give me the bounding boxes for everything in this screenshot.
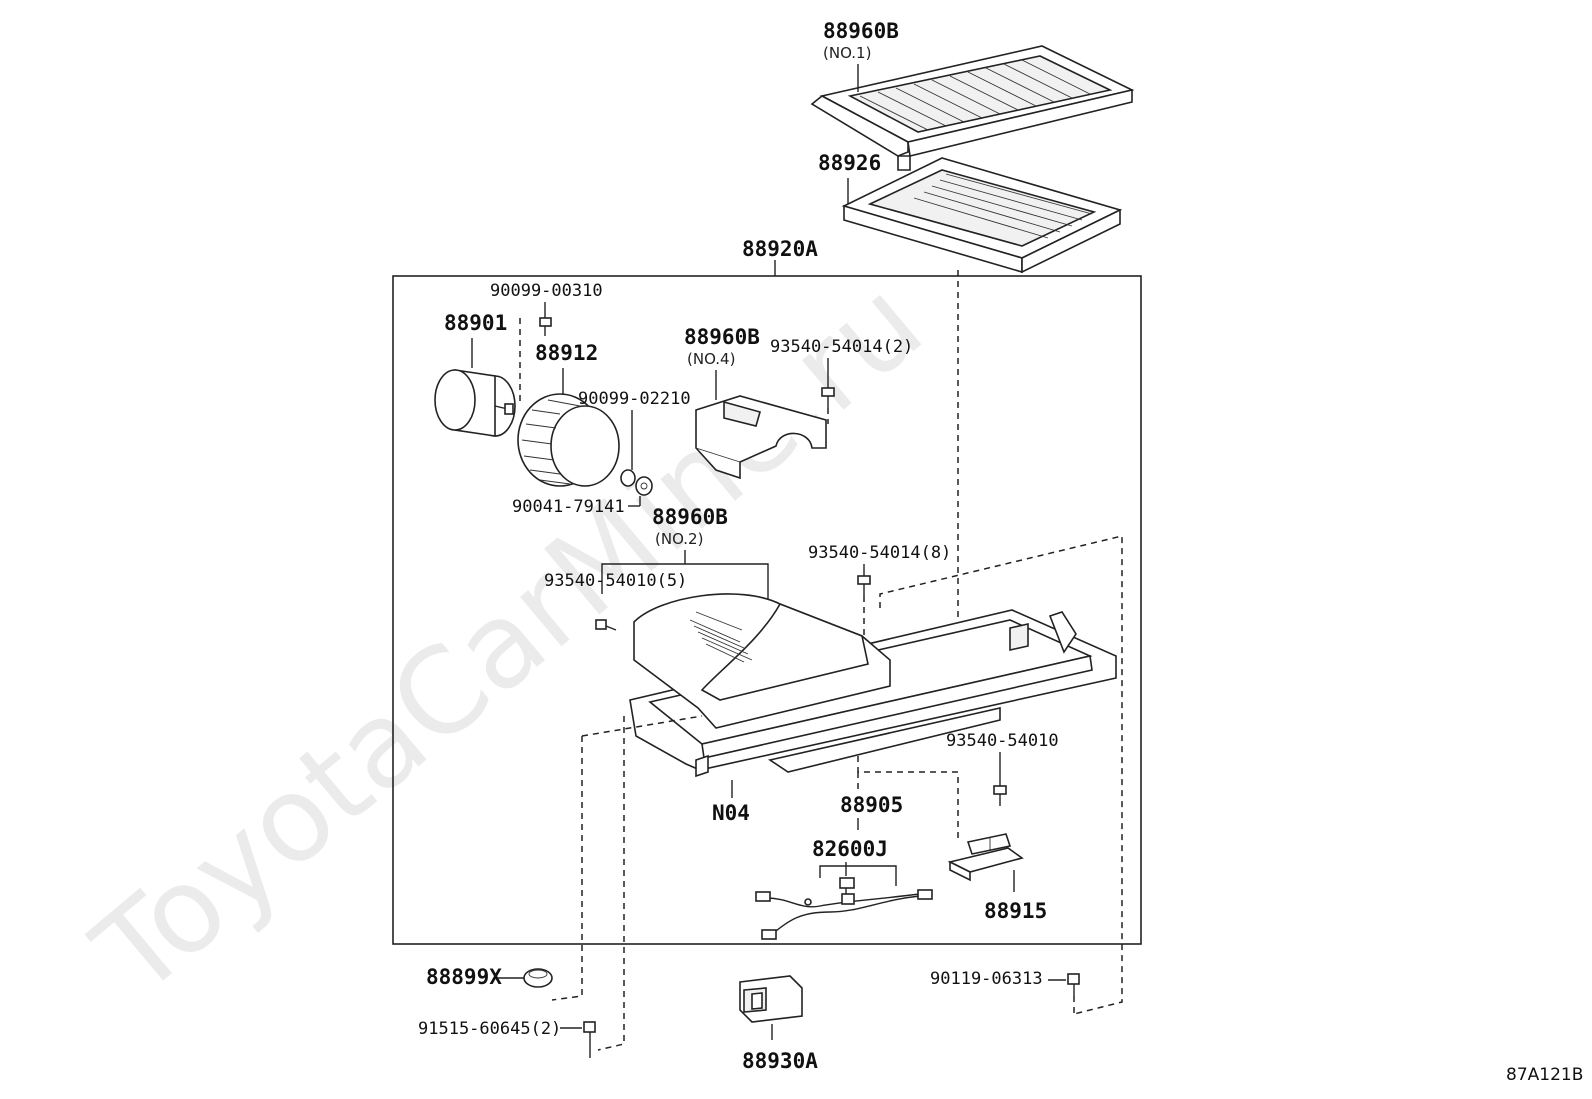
cover-no2-shape bbox=[633, 593, 891, 729]
label-88920a[interactable]: 88920A bbox=[742, 237, 818, 261]
label-90099-00310[interactable]: 90099-00310 bbox=[490, 281, 603, 301]
label-93540-54014-2[interactable]: 93540-54014(2) bbox=[770, 337, 913, 357]
label-93540-54010[interactable]: 93540-54010 bbox=[946, 731, 1059, 751]
label-88915[interactable]: 88915 bbox=[984, 899, 1047, 923]
screw-93540-54010 bbox=[993, 785, 1007, 806]
label-88960b-no2-sub: (NO.2) bbox=[655, 530, 703, 548]
dash-88905 bbox=[857, 756, 959, 842]
screw-90119-06313 bbox=[1067, 973, 1080, 996]
cover-no1-shape bbox=[810, 45, 1135, 171]
screw-93540-54014-8 bbox=[857, 575, 871, 596]
screw-91515-60645 bbox=[583, 1021, 596, 1058]
label-93540-54014-8[interactable]: 93540-54014(8) bbox=[808, 543, 951, 563]
label-88960b-no1-sub: (NO.1) bbox=[823, 44, 871, 62]
label-88899x[interactable]: 88899X bbox=[426, 965, 502, 989]
switch-88930a-shape bbox=[739, 975, 803, 1023]
dash-left-88899x-v bbox=[551, 736, 583, 1001]
label-90099-02210[interactable]: 90099-02210 bbox=[578, 389, 691, 409]
dash-left-91515 bbox=[597, 716, 625, 1051]
dash-right-frame bbox=[879, 535, 1123, 1015]
cover-no4-shape bbox=[695, 395, 827, 480]
diagram-code: 87A121B bbox=[1506, 1065, 1583, 1085]
blower-motor-shape bbox=[434, 369, 516, 437]
label-88930a[interactable]: 88930A bbox=[742, 1049, 818, 1073]
label-91515-60645[interactable]: 91515-60645(2) bbox=[418, 1019, 561, 1039]
label-88960b-no2[interactable]: 88960B bbox=[652, 505, 728, 529]
label-88901[interactable]: 88901 bbox=[444, 311, 507, 335]
label-82600j[interactable]: 82600J bbox=[812, 837, 888, 861]
label-88912[interactable]: 88912 bbox=[535, 341, 598, 365]
label-N04[interactable]: N04 bbox=[712, 801, 750, 825]
blower-fan-shape bbox=[517, 393, 620, 487]
label-88960b-no4-sub: (NO.4) bbox=[687, 350, 735, 368]
leader-88905 bbox=[819, 865, 897, 886]
screw-93540-54010-5 bbox=[595, 619, 617, 631]
label-88905[interactable]: 88905 bbox=[840, 793, 903, 817]
screw-90099-00310 bbox=[539, 317, 552, 336]
dash-left-88899x bbox=[581, 715, 703, 737]
washer-90099-02210 bbox=[620, 469, 653, 496]
screw-93540-54014-2 bbox=[821, 387, 835, 408]
label-88960b-no1[interactable]: 88960B bbox=[823, 19, 899, 43]
label-90119-06313[interactable]: 90119-06313 bbox=[930, 969, 1043, 989]
wire-harness-shape bbox=[755, 877, 933, 940]
label-90041-79141[interactable]: 90041-79141 bbox=[512, 497, 625, 517]
label-93540-54010-5[interactable]: 93540-54010(5) bbox=[544, 571, 687, 591]
assembly-frame bbox=[392, 275, 1142, 945]
filter-shape bbox=[841, 157, 1123, 274]
clip-88899x-shape bbox=[523, 968, 553, 988]
label-88960b-no4[interactable]: 88960B bbox=[684, 325, 760, 349]
label-88926[interactable]: 88926 bbox=[818, 151, 881, 175]
sensor-88915-shape bbox=[947, 833, 1024, 882]
